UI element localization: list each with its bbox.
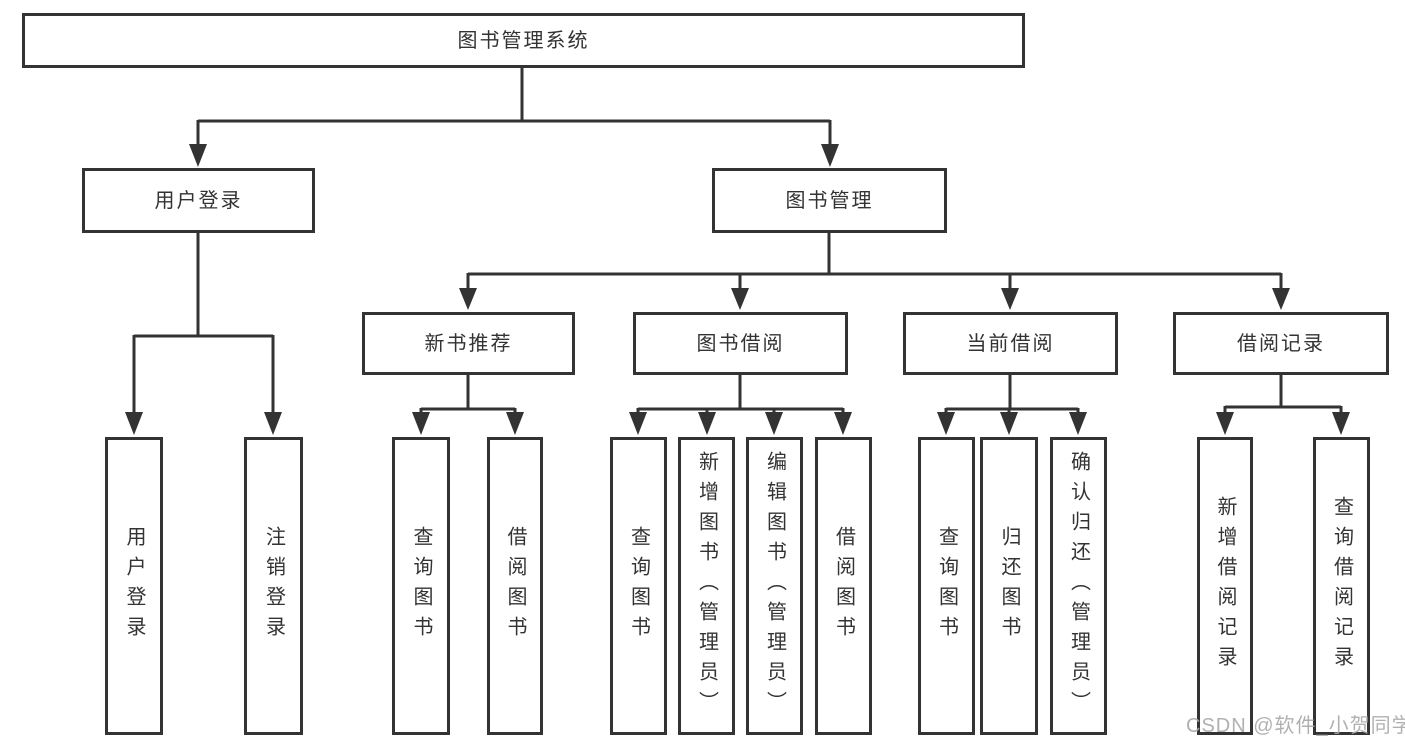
arrowhead bbox=[189, 144, 207, 167]
arrowhead bbox=[834, 412, 852, 435]
connector-new-book-rec-children bbox=[412, 375, 524, 435]
leaf-bb-add-book: 新增图书（管理员） bbox=[678, 437, 735, 735]
node-current-borrow: 当前借阅 bbox=[903, 312, 1118, 375]
arrowhead bbox=[459, 288, 477, 310]
arrowhead bbox=[937, 412, 955, 435]
connector-current-borrow-children bbox=[937, 375, 1087, 435]
node-book-borrow: 图书借阅 bbox=[633, 312, 848, 375]
leaf-bb-edit-book: 编辑图书（管理员） bbox=[746, 437, 803, 735]
node-root: 图书管理系统 bbox=[22, 13, 1025, 68]
arrowhead bbox=[506, 412, 524, 435]
connector-user-login-children bbox=[125, 233, 282, 435]
watermark: CSDN @软件_小贺同学 bbox=[1186, 715, 1405, 737]
leaf-user-login: 用户登录 bbox=[105, 437, 163, 735]
arrowhead bbox=[629, 412, 647, 435]
arrowhead bbox=[1216, 412, 1234, 435]
arrowhead bbox=[1332, 412, 1350, 435]
arrowhead bbox=[731, 288, 749, 310]
node-book-mgmt: 图书管理 bbox=[712, 168, 947, 233]
leaf-bb-borrow-book: 借阅图书 bbox=[815, 437, 872, 735]
connector-borrow-records-children bbox=[1216, 375, 1350, 435]
leaf-logout: 注销登录 bbox=[244, 437, 303, 735]
connector-book-borrow-children bbox=[629, 375, 852, 435]
node-borrow-records: 借阅记录 bbox=[1173, 312, 1389, 375]
arrowhead bbox=[1069, 412, 1087, 435]
connector-book-mgmt-children bbox=[459, 233, 1290, 310]
leaf-cb-query-book: 查询图书 bbox=[918, 437, 975, 735]
arrowhead bbox=[264, 412, 282, 435]
leaf-nb-borrow-book: 借阅图书 bbox=[487, 437, 543, 735]
node-new-book-rec: 新书推荐 bbox=[362, 312, 575, 375]
arrowhead bbox=[125, 412, 143, 435]
arrowhead bbox=[698, 412, 716, 435]
arrowhead bbox=[1001, 288, 1019, 310]
arrowhead bbox=[412, 412, 430, 435]
connector-root-to-level2 bbox=[189, 68, 839, 167]
arrowhead bbox=[1272, 288, 1290, 310]
leaf-br-add-record: 新增借阅记录 bbox=[1197, 437, 1253, 735]
leaf-bb-query-book: 查询图书 bbox=[610, 437, 667, 735]
arrowhead bbox=[765, 412, 783, 435]
leaf-br-query-record: 查询借阅记录 bbox=[1313, 437, 1370, 735]
leaf-cb-confirm-return: 确认归还（管理员） bbox=[1050, 437, 1107, 735]
arrowhead bbox=[1000, 412, 1018, 435]
leaf-nb-query-book: 查询图书 bbox=[392, 437, 450, 735]
node-user-login: 用户登录 bbox=[82, 168, 315, 233]
arrowhead bbox=[821, 144, 839, 167]
leaf-cb-return-book: 归还图书 bbox=[980, 437, 1038, 735]
